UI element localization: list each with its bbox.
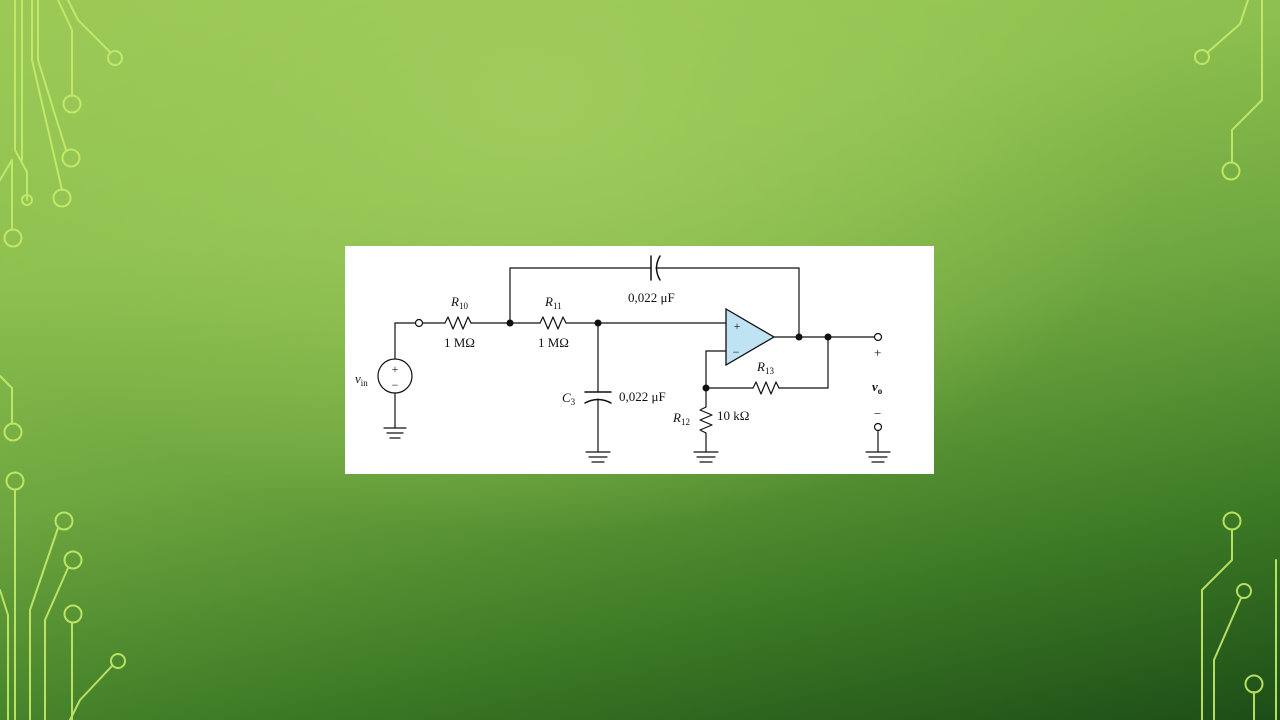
r11-resistor xyxy=(539,316,567,330)
c3-value: 0,022 μF xyxy=(619,389,666,404)
r13-resistor xyxy=(752,381,780,395)
r13-label: R13 xyxy=(756,359,774,376)
schematic-svg: + − + − R10 1 MΩ R11 1 MΩ 0,022 μF C3 0,… xyxy=(355,255,891,463)
r10-resistor xyxy=(444,316,472,330)
r11-label: R11 xyxy=(544,294,562,311)
circuit-schematic: + − + − R10 1 MΩ R11 1 MΩ 0,022 μF C3 0,… xyxy=(345,246,934,474)
r12-value: 10 kΩ xyxy=(717,408,749,423)
r11-value: 1 MΩ xyxy=(538,335,569,350)
c3-label: C3 xyxy=(562,390,576,407)
vo-minus-sign: − xyxy=(874,406,881,421)
opamp-minus-sign: − xyxy=(733,345,740,359)
vo-plus-sign: + xyxy=(874,345,881,360)
r12-label: R12 xyxy=(672,410,690,427)
vin-minus-sign: − xyxy=(392,378,399,392)
vo-label: vo xyxy=(872,379,883,396)
opamp-plus-sign: + xyxy=(734,319,741,333)
r10-label: R10 xyxy=(450,294,468,311)
feedback-cap-value: 0,022 μF xyxy=(628,290,675,305)
r10-value: 1 MΩ xyxy=(444,335,475,350)
vin-label: vin xyxy=(355,371,368,388)
opamp-triangle xyxy=(725,307,776,367)
r12-resistor xyxy=(699,406,713,434)
vin-plus-sign: + xyxy=(392,362,399,376)
